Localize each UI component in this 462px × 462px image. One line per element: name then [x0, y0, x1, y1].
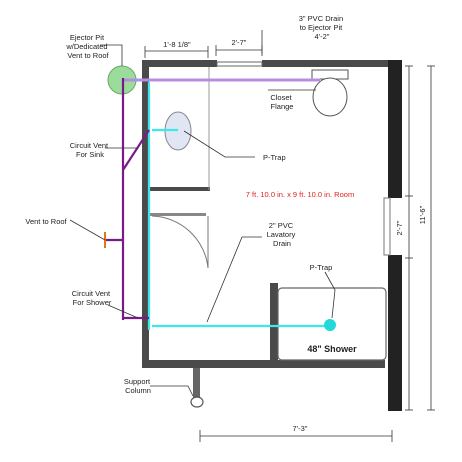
p-trap-sink-label: P-Trap [263, 153, 286, 162]
walls [142, 60, 402, 411]
dim-top-left-label: 1'-8 1/8" [163, 40, 191, 49]
shower-curb [270, 283, 278, 363]
ejector-pit-label: Ejector Pit w/Dedicated Vent to Roof [65, 33, 109, 60]
closet-partition-bottom [149, 187, 210, 191]
wall-left-upper [142, 60, 149, 352]
dim-right-top-label: 4'-2" [395, 122, 404, 137]
toilet [311, 69, 349, 117]
circuit-vent-shower-label: Circuit Vent For Shower [72, 289, 112, 307]
wall-bottom [142, 360, 385, 368]
dim-right-total-label: 11'-6" [418, 205, 427, 224]
dim-top-mid-label: 2'-7" [232, 38, 247, 47]
lavatory-drain-lines [147, 82, 330, 330]
shower-label: 48" Shower [307, 344, 357, 354]
dim-right-bottom-label: 4'-9" [395, 325, 404, 340]
support-column-shape [190, 368, 204, 408]
pvc-drain-ejector-label: 3" PVC Drain to Ejector Pit 4'-2" [299, 14, 345, 41]
room-size-label: 7 ft. 10.0 in. x 9 ft. 10.0 in. Room [246, 190, 354, 199]
wall-right-lower [388, 255, 402, 411]
dimension-lines [144, 45, 435, 442]
dim-right-door-label: 2'-7" [395, 220, 404, 235]
windows [216, 61, 391, 256]
divider-top-left [149, 213, 206, 216]
wall-right-upper [388, 60, 402, 198]
leader-lines [69, 30, 336, 397]
window-right [383, 197, 391, 256]
vent-lines [105, 78, 150, 320]
wall-left-lower [142, 340, 149, 368]
vent-to-roof-label: Vent to Roof [25, 217, 67, 226]
wall-top-right [262, 60, 402, 67]
dim-bottom-label: 7'-3" [293, 424, 308, 433]
window-top [216, 61, 263, 67]
shower-drain-dot [324, 319, 336, 331]
circuit-vent-sink-label: Circuit Vent For Sink [70, 141, 110, 159]
p-trap-shower-label: P-Trap [310, 263, 333, 272]
support-column-post [193, 368, 200, 398]
wall-top-left [142, 60, 217, 67]
closet-flange-label: Closet Flange [270, 93, 293, 111]
door-swing [151, 215, 209, 269]
lavatory-drain-label: 2" PVC Lavatory Drain [267, 221, 298, 248]
toilet-bowl [312, 77, 348, 117]
support-column-label: Support Column [124, 377, 152, 395]
support-column-foot [190, 396, 204, 408]
